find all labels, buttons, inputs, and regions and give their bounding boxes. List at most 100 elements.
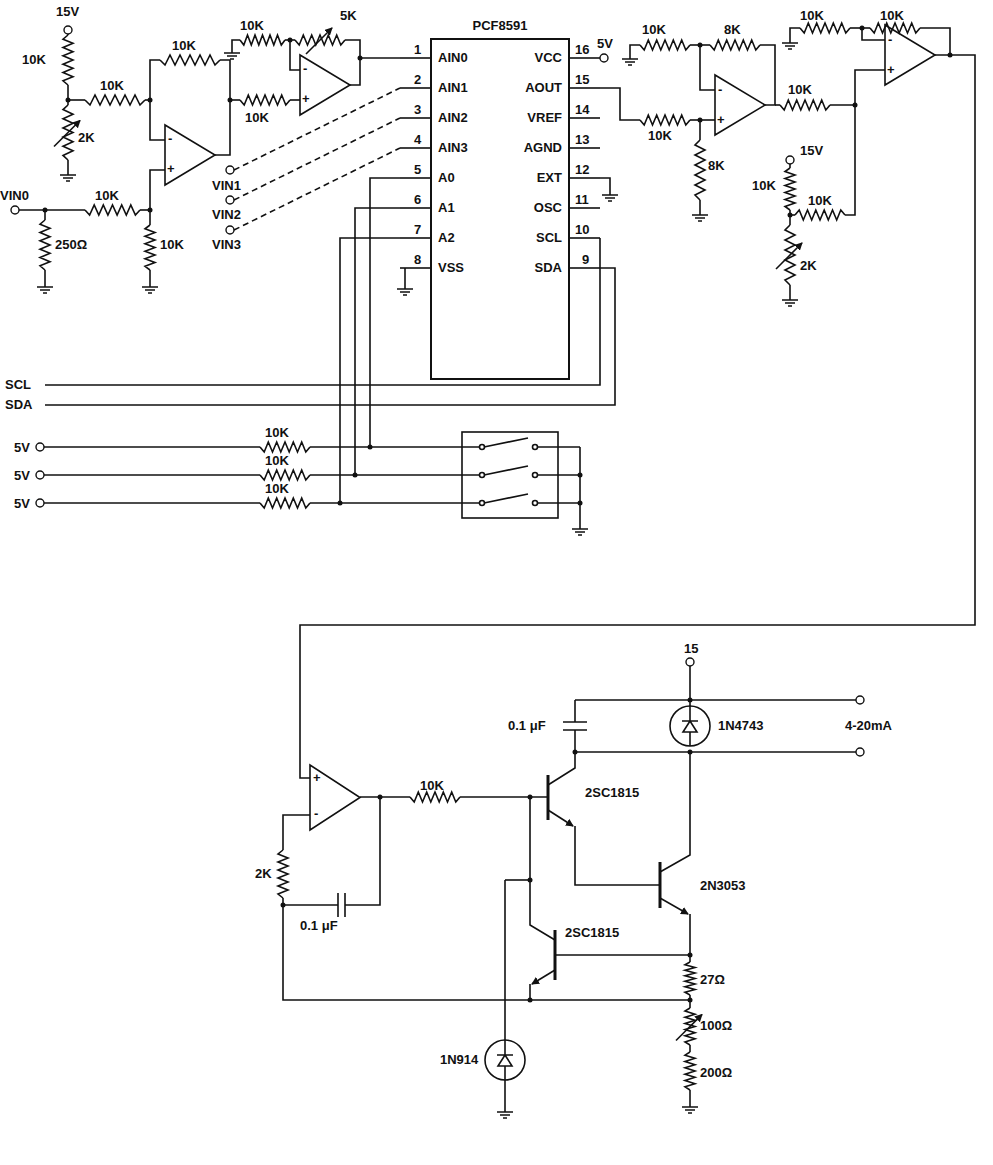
pin-name: AIN0 (438, 50, 468, 65)
wire (689, 1090, 691, 1100)
component-label: 10K (240, 18, 264, 33)
component-label: 10K (245, 110, 269, 125)
transistor-base-bar (547, 775, 550, 820)
wire (68, 99, 85, 101)
component-label: 1N4743 (718, 718, 764, 733)
wire (699, 200, 701, 208)
ground-symbol (224, 46, 240, 59)
wire (920, 28, 950, 55)
diode-symbol (682, 706, 698, 746)
junction-dot (578, 501, 583, 506)
pin-number: 7 (414, 222, 421, 237)
wire (830, 70, 885, 105)
terminal (226, 166, 234, 174)
resistor-symbol (40, 220, 50, 270)
switch-lever (484, 494, 528, 503)
pin-name: A1 (438, 200, 455, 215)
component-label: 10K (265, 453, 289, 468)
resistor-symbol (85, 205, 140, 215)
wire (283, 898, 690, 1000)
component-label: 5K (340, 8, 357, 23)
component-label: SCL (5, 377, 31, 392)
component-label: 0.1 μF (508, 718, 546, 733)
component-label: 10K (95, 188, 119, 203)
wire (400, 87, 430, 89)
component-label: VIN0 (0, 188, 29, 203)
component-label: 5V (14, 440, 30, 455)
wire (345, 40, 360, 85)
ground-symbol (782, 293, 798, 306)
ground-symbol (497, 1105, 513, 1118)
switch-contact (533, 501, 538, 506)
pin-name: AIN3 (438, 140, 468, 155)
wire (690, 44, 710, 46)
wire (310, 502, 480, 504)
wire (548, 752, 575, 785)
opamp-input-sign: + (302, 91, 310, 106)
pin-number: 16 (575, 42, 589, 57)
opamp-input-sign: - (888, 32, 892, 47)
wire (600, 88, 640, 120)
emitter-lead (548, 810, 573, 826)
component-label: 10K (160, 237, 184, 252)
wire (538, 446, 580, 448)
resistor-symbol (260, 470, 310, 480)
wire (310, 446, 480, 448)
opamp-symbol (310, 765, 360, 830)
terminal (856, 748, 864, 756)
pin-name: OSC (534, 200, 562, 215)
wire (699, 120, 701, 140)
terminal (64, 26, 72, 34)
terminal (36, 443, 44, 451)
component-label: 2N3053 (700, 878, 746, 893)
opamp-symbol (715, 75, 765, 135)
wire (44, 474, 260, 476)
emitter-lead (532, 970, 555, 984)
wire (689, 995, 691, 1008)
resistor-symbol (785, 168, 795, 210)
component-label: 5V (597, 36, 613, 51)
component-label: 4-20mA (845, 718, 892, 733)
wire (555, 954, 690, 956)
resistor-symbol (640, 40, 690, 50)
wire (283, 904, 338, 906)
wire (575, 826, 660, 885)
resistor-symbol (640, 115, 690, 125)
pin-name: AIN1 (438, 80, 468, 95)
resistor-symbol (795, 210, 845, 220)
wire (760, 45, 775, 105)
wire (600, 178, 610, 188)
switch-contact (533, 445, 538, 450)
wire (630, 45, 640, 52)
component-label: 10K (420, 778, 444, 793)
component-label: 15 (684, 641, 698, 656)
component-label: 2K (800, 258, 817, 273)
component-label: 10K (100, 78, 124, 93)
pin-name: A2 (438, 230, 455, 245)
wire (845, 105, 855, 215)
junction-dot (528, 998, 533, 1003)
terminal (786, 156, 794, 164)
pin-name: AIN2 (438, 110, 468, 125)
wire (234, 118, 400, 200)
component-label: 10K (648, 128, 672, 143)
opamp-input-sign: + (887, 62, 895, 77)
wire (290, 99, 300, 101)
wire (310, 474, 480, 476)
opamp-input-sign: - (718, 82, 722, 97)
wire (230, 99, 240, 101)
component-label: VIN3 (212, 237, 241, 252)
pin-name: AGND (524, 140, 562, 155)
resistor-symbol (160, 55, 220, 65)
resistor-symbol (685, 962, 695, 995)
resistor-symbol (800, 23, 850, 33)
resistor-symbol (260, 498, 310, 508)
opamp-symbol (885, 25, 935, 85)
junction-dot (688, 750, 693, 755)
resistor-symbol (145, 225, 155, 270)
wire (570, 267, 600, 269)
emitter-lead (660, 898, 688, 914)
ground-symbol (142, 280, 158, 293)
wire (689, 1045, 691, 1052)
wire (400, 147, 430, 149)
